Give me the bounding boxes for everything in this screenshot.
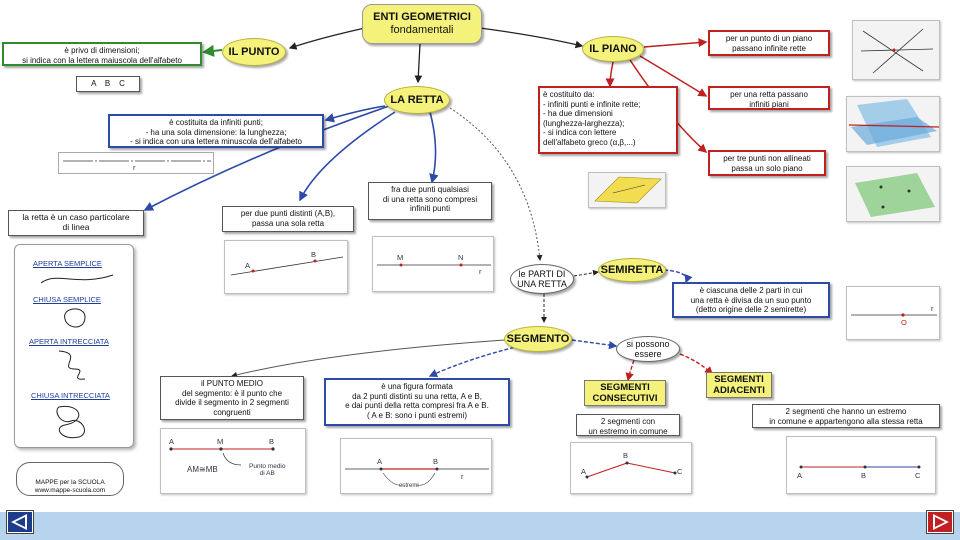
label-adj-c: C [915,471,921,480]
label-seg-r: r [461,472,464,481]
semiretta-image: O r [846,286,940,340]
retta-example-label: r [133,163,136,172]
node-segmenti-consecutivi: SEGMENTI CONSECUTIVI [584,380,666,406]
node-si-possono-essere: si possono essere [616,336,680,362]
consecutivi-image: A B C [570,442,692,494]
label-medio-note: Punto medio di AB [249,463,286,477]
label-seg-estremi: estremi [399,483,419,489]
retta-example: r [58,152,214,174]
closed-simple-line-icon [64,308,86,328]
piano-retta-image [846,96,940,152]
title-line1: ENTI GEOMETRICI [373,11,471,23]
label-semi-r: r [931,304,934,313]
plane-points-icon [855,173,935,217]
label-medio-m: M [217,437,224,446]
punto-example: A B C [76,76,140,92]
open-crossed-line-icon [58,350,86,380]
piano-alfa-image [588,172,666,208]
punto-medio-description: il PUNTO MEDIO del segmento: è il punto … [160,376,304,420]
label-adj-b: B [861,471,867,480]
linea-chiusa-intrecciata-label: CHIUSA INTRECCIATA [31,391,110,400]
piano-rette-image [852,20,940,80]
label-b: B [311,250,317,259]
segmento-description: è una figura formata da 2 punti distinti… [324,378,510,426]
retta-linea-description: la retta è un caso particolare di linea [8,210,144,236]
label-cons-b: B [623,451,629,460]
piano-description: è costituito da: - infiniti punti e infi… [538,86,678,154]
consecutivi-description: 2 segmenti con un estremo in comune [576,414,680,436]
label-m: M [397,253,404,262]
segment-ab-figure [345,467,489,486]
node-parti-retta: le PARTI DI UNA RETTA [510,264,574,294]
node-la-retta: LA RETTA [384,86,450,114]
node-semiretta: SEMIRETTA [598,258,666,282]
label-cons-c: C [677,467,683,476]
line-r-icon [63,160,211,162]
node-segmento: SEGMENTO [504,326,572,352]
next-arrow-icon [928,512,952,532]
linea-aperta-semplice-label: APERTA SEMPLICE [33,259,102,268]
label-seg-b: B [433,457,439,466]
punto-medio-image: A M B AM≅MB Punto medio di AB [160,428,306,494]
mappe-logo-text: MAPPE per la SCUOLA www.mappe-scuola.com [34,479,106,494]
node-il-piano: IL PIANO [582,36,644,62]
fra-due-punti-description: fra due punti qualsiasi di una retta son… [368,182,492,220]
intersecting-planes-icon [848,99,940,147]
line-mn-figure [377,263,491,267]
linee-panel: APERTA SEMPLICE CHIUSA SEMPLICE APERTA I… [14,244,134,448]
line-ab-figure [230,256,344,276]
yellow-plane-icon [594,176,662,204]
adjacent-segments-figure [799,465,921,469]
navigation-bar [0,512,960,540]
intersecting-lines-icon [860,28,934,74]
closed-crossed-line-icon [56,405,85,439]
semiretta-description: è ciascuna delle 2 parti in cui una rett… [672,282,830,318]
label-medio-eq: AM≅MB [187,465,218,474]
punto-description: è privo di dimensioni; si indica con la … [2,42,202,66]
adiacenti-description: 2 segmenti che hanno un estremo in comun… [752,404,940,428]
previous-slide-button[interactable] [6,510,34,534]
label-cons-a: A [581,467,587,476]
retta-ab-image: A B [224,240,348,294]
title-line2: fondamentali [390,24,454,36]
label-o: O [901,318,907,327]
due-punti-description: per due punti distinti (A,B), passa una … [222,206,354,232]
retta-mn-image: M N r [372,236,494,292]
previous-arrow-icon [8,512,32,532]
label-n: N [458,253,464,262]
adiacenti-image: A B C [786,436,936,494]
label-medio-a: A [169,437,175,446]
label-r: r [479,267,482,276]
segmento-image: A B r estremi [340,438,492,494]
linea-aperta-intrecciata-label: APERTA INTRECCIATA [29,337,109,346]
piano-punto-description: per un punto di un piano passano infinit… [708,30,830,56]
label-adj-a: A [797,471,803,480]
piano-tre-punti-image [846,166,940,222]
label-medio-b: B [269,437,275,446]
linea-chiusa-semplice-label: CHIUSA SEMPLICE [33,295,101,304]
mappe-logo: MAPPE per la SCUOLA www.mappe-scuola.com [16,462,124,496]
open-simple-line-icon [40,274,114,284]
next-slide-button[interactable] [926,510,954,534]
label-a: A [245,261,251,270]
piano-tre-punti-description: per tre punti non allineati passa un sol… [708,150,826,176]
node-il-punto: IL PUNTO [222,38,286,66]
label-seg-a: A [377,457,383,466]
consecutive-segments-figure [585,461,677,479]
half-line-figure [851,313,937,317]
title-node: ENTI GEOMETRICI fondamentali [362,4,482,44]
retta-description: è costituita da infiniti punti; - ha una… [108,114,324,148]
piano-retta-description: per una retta passano infiniti piani [708,86,830,110]
midpoint-figure [169,447,275,466]
node-segmenti-adiacenti: SEGMENTI ADIACENTI [706,372,772,398]
